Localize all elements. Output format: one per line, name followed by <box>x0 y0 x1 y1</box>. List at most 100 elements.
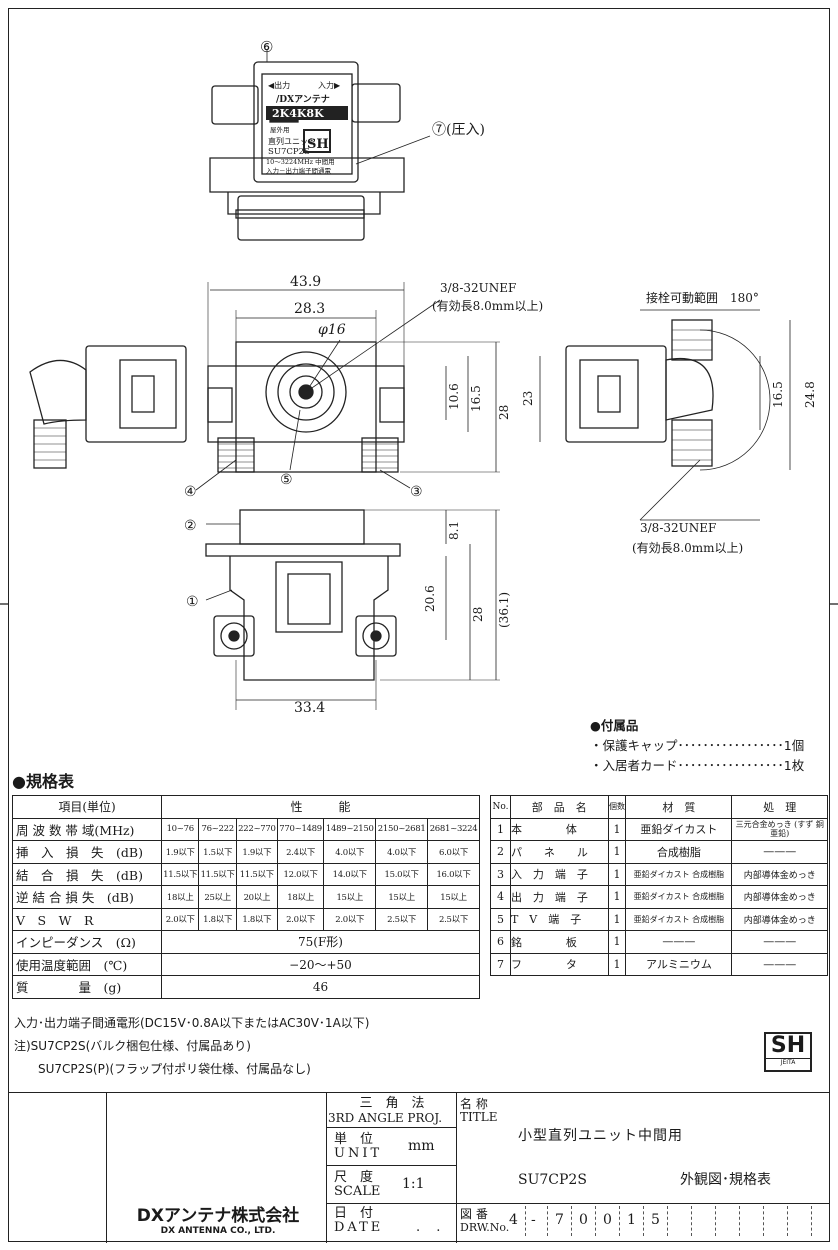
parts-table: No. 部 品 名 個数 材 質 処 理 1 本 体 1 亜鉛ダイカスト 三元合… <box>490 795 828 976</box>
scale-value: 1:1 <box>402 1176 425 1192</box>
cell: 2.5以下 <box>375 907 429 931</box>
cell: T V 端 子 <box>509 907 609 931</box>
header-no: No. <box>490 795 511 819</box>
cell: 7 <box>490 952 511 976</box>
cell: 15以上 <box>323 885 377 909</box>
accessories-title: ●付属品 <box>590 718 639 733</box>
date-en: DATE <box>334 1220 384 1235</box>
row-label: V S W R <box>12 907 162 931</box>
cell: 15以上 <box>427 885 480 909</box>
cell: 亜鉛ダイカスト <box>625 817 733 841</box>
company-name-en: DX ANTENNA CO., LTD. <box>160 1226 276 1236</box>
rotation-range: 接栓可動範囲 180° <box>646 290 759 305</box>
unit-value: mm <box>408 1138 435 1154</box>
cell: フ タ <box>509 952 609 976</box>
name-jp: 名 称 <box>460 1097 488 1111</box>
cell: 1 <box>607 952 627 976</box>
company-logo: DXアンテナ株式会社 DX ANTENNA CO., LTD. <box>118 1201 318 1236</box>
doc-type: 外観図･規格表 <box>680 1172 771 1188</box>
drw-digit: 1 <box>627 1212 636 1228</box>
technical-drawing: ⑥ ◀出力 入力▶ /DXアンテナ 2K4K8K 屋外用 直列ユニット SU7C… <box>0 38 838 716</box>
right-view <box>539 309 791 521</box>
cell: 2.4以下 <box>276 840 325 864</box>
cell: 1 <box>607 885 627 909</box>
cell: 内部導体金めっき <box>731 885 828 909</box>
date-jp: 日 付 <box>334 1206 374 1221</box>
table-row: 7 フ タ 1 アルミニウム ——— <box>490 952 828 976</box>
cell: 2 <box>490 840 511 864</box>
cell: 2.0以下 <box>323 907 377 931</box>
callout-5: ⑤ <box>280 472 293 488</box>
cell: 三元合金めっき (すず 銅 亜鉛) <box>731 817 828 841</box>
cell: 14.0以下 <box>323 862 377 886</box>
cell: 1 <box>607 907 627 931</box>
cell: 1.5以下 <box>198 840 237 864</box>
row-label: 使用温度範囲 (℃) <box>12 952 162 976</box>
small-tag: 屋外用 <box>270 125 290 134</box>
header-performance: 性 能 <box>161 795 480 819</box>
sh-logo: SH JEITA <box>764 1032 812 1072</box>
cell: 2.0以下 <box>160 907 200 931</box>
title-block: 三 角 法 3RD ANGLE PROJ. 単 位 UNIT mm 尺 度 SC… <box>8 1092 830 1243</box>
drawing-number: 4 - 7 0 0 1 5 <box>505 1200 825 1240</box>
cell: 76~222 <box>198 817 237 841</box>
accessories-section: ●付属品 ・保護キャップ･････････････････1個 ・入居者カード･… <box>590 716 804 776</box>
accessory-item: ・入居者カード･････････････････1枚 <box>590 758 805 773</box>
callout-6: ⑥ <box>260 38 273 56</box>
product-title: 小型直列ユニット中間用 <box>518 1128 683 1144</box>
sh-mark: SH <box>307 137 329 152</box>
drw-digit: 4 <box>509 1212 518 1228</box>
spec-table-title: ●規格表 <box>12 772 74 791</box>
cell: 11.5以下 <box>198 862 237 886</box>
cell: 銘 板 <box>509 930 609 954</box>
cell: 3 <box>490 862 511 886</box>
header-item: 項目(単位) <box>12 795 162 819</box>
cell: 1489~2150 <box>323 817 377 841</box>
note-line: SU7CP2S(P)(フラップ付ポリ袋仕様、付属品なし) <box>38 1062 311 1076</box>
brand-label: /DXアンテナ <box>276 94 330 105</box>
table-row: No. 部 品 名 個数 材 質 処 理 <box>490 795 828 819</box>
cell: 75(F形) <box>161 930 480 954</box>
cell: 2150~2681 <box>375 817 429 841</box>
cell: 15以上 <box>375 885 429 909</box>
drw-digit: 0 <box>603 1212 612 1228</box>
cell: 770~1489 <box>276 817 325 841</box>
scale-en: SCALE <box>334 1184 381 1199</box>
cell: ——— <box>731 930 828 954</box>
cell: 1.9以下 <box>160 840 200 864</box>
cell: 内部導体金めっき <box>731 907 828 931</box>
cell: 1 <box>607 930 627 954</box>
thread-spec: 3/8-32UNEF <box>440 281 516 295</box>
spec-line-1: 10～3224MHz 中間用 <box>266 157 335 166</box>
drw-jp: 図 番 <box>460 1207 488 1221</box>
dim-8-1: 8.1 <box>447 521 461 540</box>
cell: 本 体 <box>509 817 609 841</box>
callout-1: ① <box>186 594 199 610</box>
header-finish: 処 理 <box>731 795 828 819</box>
scale-jp: 尺 度 <box>334 1170 374 1185</box>
cell: 46 <box>161 975 480 999</box>
table-row: 結 合 損 失 (dB) 11.5以下 11.5以下 11.5以下 12.0以下… <box>12 862 480 886</box>
product-line-label: 直列ユニット <box>268 136 316 146</box>
cell: 4.0以下 <box>375 840 429 864</box>
callout-2: ② <box>184 518 197 534</box>
dim-33-4: 33.4 <box>294 700 325 716</box>
dim-23: 23 <box>521 391 535 406</box>
dim-43-9: 43.9 <box>290 274 321 290</box>
band-badge: 2K4K8K <box>272 107 324 120</box>
cell: 2.0以下 <box>276 907 325 931</box>
cell: 内部導体金めっき <box>731 862 828 886</box>
table-row: 質 量 (g) 46 <box>12 975 480 999</box>
cell: 18以上 <box>276 885 325 909</box>
dim-24-8: 24.8 <box>803 381 817 408</box>
cell: 18以上 <box>160 885 200 909</box>
projection-jp: 三 角 法 <box>359 1096 425 1111</box>
dim-16-5: 16.5 <box>469 385 483 412</box>
cell: ——— <box>731 952 828 976</box>
cell: 222~770 <box>235 817 278 841</box>
title-model: SU7CP2S <box>518 1172 587 1188</box>
cell: −20～+50 <box>161 952 480 976</box>
table-row: 6 銘 板 1 ——— ——— <box>490 930 828 954</box>
dim-10-6: 10.6 <box>447 383 461 410</box>
cell: ——— <box>731 840 828 864</box>
